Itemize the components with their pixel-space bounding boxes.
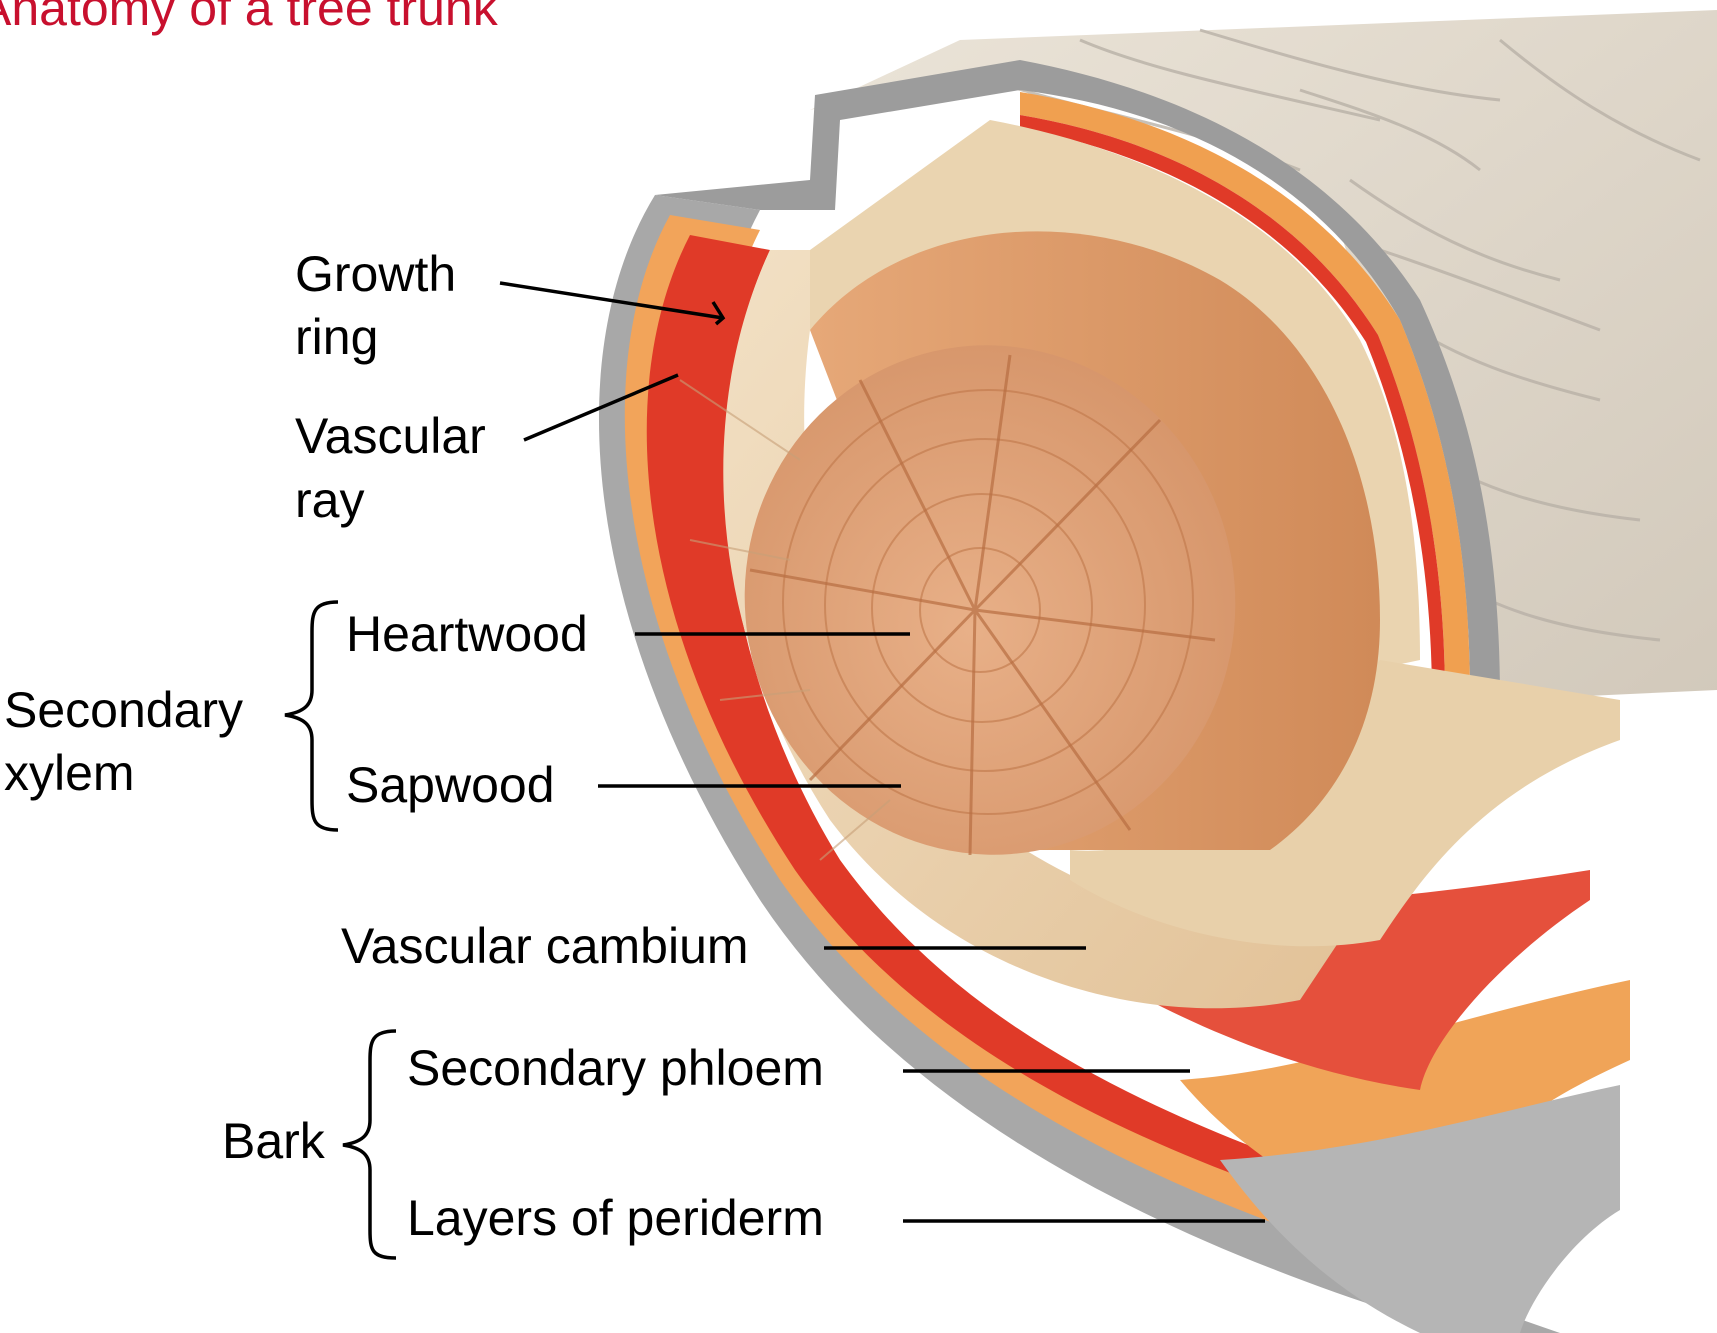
vascular-ray-label-line2: ray bbox=[295, 469, 364, 531]
bark-brace bbox=[343, 1031, 396, 1258]
heartwood-label: Heartwood bbox=[346, 603, 588, 665]
secondary-xylem-label-line2: xylem bbox=[4, 742, 135, 804]
figure-title: Anatomy of a tree trunk bbox=[0, 0, 498, 38]
growth-ring-label-line2: ring bbox=[295, 306, 378, 368]
growth-ring-label-line1: Growth bbox=[295, 243, 456, 305]
vascular-cambium-label: Vascular cambium bbox=[341, 915, 749, 977]
periderm-label: Layers of periderm bbox=[407, 1187, 824, 1249]
sapwood-label: Sapwood bbox=[346, 754, 555, 816]
secondary-phloem-label: Secondary phloem bbox=[407, 1037, 824, 1099]
secondary-xylem-brace bbox=[285, 602, 338, 830]
bark-label: Bark bbox=[222, 1110, 325, 1172]
vascular-ray-label-line1: Vascular bbox=[295, 405, 486, 467]
secondary-xylem-label-line1: Secondary bbox=[4, 679, 243, 741]
